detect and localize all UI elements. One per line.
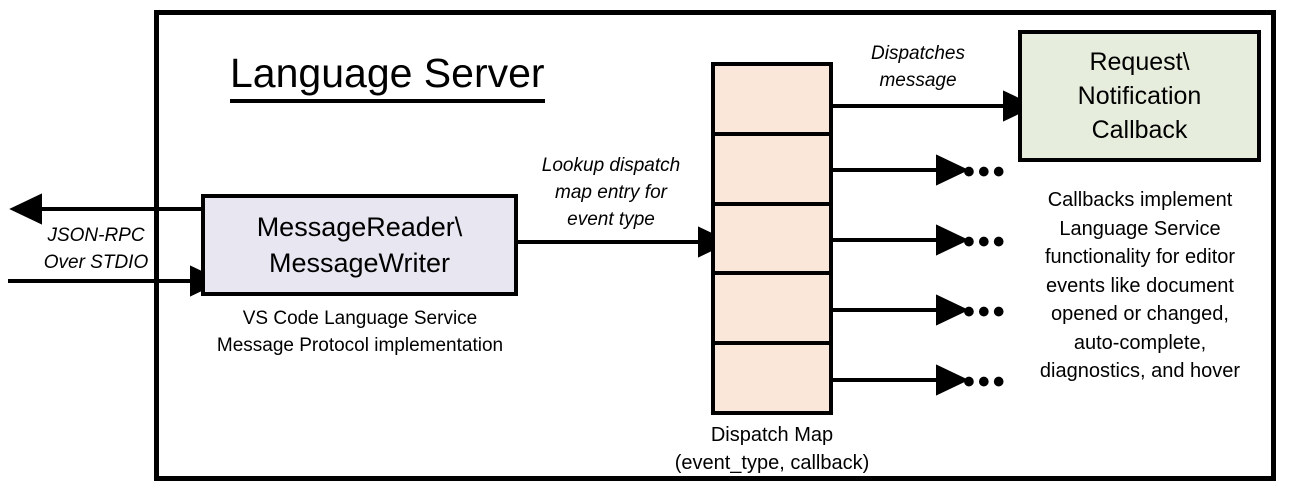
lookup-label-line2: map entry for [555, 182, 667, 203]
dispatch-map-caption: Dispatch Map (event_type, callback) [648, 421, 896, 477]
lookup-label-line3: event type [567, 209, 655, 230]
message-box-line1: MessageReader\ [256, 212, 463, 242]
dispatch-map-table [711, 62, 833, 415]
language-server-boundary [154, 10, 1276, 481]
callback-caption-line2: Language Service [1059, 217, 1221, 240]
dispatches-label-line1: Dispatches [871, 43, 965, 64]
dispatch-map-cell [715, 136, 829, 206]
callback-box-line3: Callback [1091, 116, 1188, 144]
callback-caption-line3: functionality for editor [1044, 246, 1236, 268]
dispatches-label-line2: message [879, 70, 957, 91]
callback-caption-line1: Callbacks implement [1047, 189, 1233, 211]
callback-box-caption: Callbacks implement Language Service fun… [1012, 186, 1268, 386]
dispatch-map-cell [715, 275, 829, 346]
ellipsis-row-2: ••• [963, 153, 1008, 191]
jsonrpc-label: JSON-RPC Over STDIO [26, 222, 166, 276]
callback-box-line1: Request\ [1089, 48, 1190, 76]
dispatch-map-caption-line2: (event_type, callback) [674, 452, 870, 474]
jsonrpc-label-line2: Over STDIO [43, 252, 149, 273]
message-box-caption-line1: VS Code Language Service [242, 308, 478, 329]
callback-caption-line6: auto-complete, [1073, 331, 1207, 354]
dispatch-map-cell [715, 66, 829, 136]
message-box-caption-line2: Message Protocol implementation [216, 335, 504, 356]
request-notification-callback-box: Request\ Notification Callback [1018, 30, 1261, 162]
jsonrpc-label-line1: JSON-RPC [47, 225, 145, 246]
dispatch-map-caption-line1: Dispatch Map [710, 424, 834, 446]
ellipsis-row-3: ••• [963, 223, 1008, 261]
callback-caption-line4: events like document [1046, 274, 1234, 297]
message-reader-writer-box: MessageReader\ MessageWriter [201, 194, 518, 296]
ellipsis-row-5: ••• [963, 363, 1008, 401]
callback-box-line2: Notification [1077, 82, 1202, 110]
callback-caption-line7: diagnostics, and hover [1039, 360, 1241, 382]
ellipsis-row-4: ••• [963, 293, 1008, 331]
dispatch-map-cell [715, 345, 829, 411]
dispatches-message-label: Dispatches message [838, 40, 998, 94]
lookup-dispatch-label: Lookup dispatch map entry for event type [516, 152, 706, 233]
dispatch-map-cell [715, 206, 829, 276]
callback-caption-line5: opened or changed, [1051, 303, 1229, 325]
message-box-caption: VS Code Language Service Message Protoco… [196, 305, 524, 359]
lookup-label-line1: Lookup dispatch [541, 155, 681, 176]
page-title: Language Server [230, 48, 545, 103]
message-box-line2: MessageWriter [268, 248, 451, 278]
